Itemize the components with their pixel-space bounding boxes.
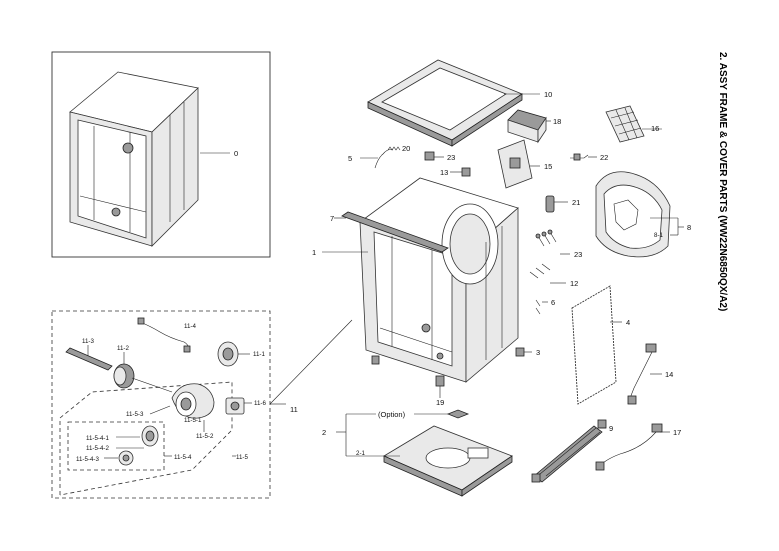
shaft-part [65, 347, 113, 371]
callout-1: 1 [312, 248, 316, 257]
base-panel-part [383, 425, 513, 497]
sensor-part [570, 153, 589, 161]
callout-8: 8 [687, 223, 691, 232]
callout-4: 4 [626, 318, 630, 327]
callout-8-1: 8-1 [654, 232, 664, 239]
screw-part-6 [535, 299, 541, 315]
cabinet-assembly-illustration [69, 71, 199, 247]
seal-part [141, 425, 159, 447]
callout-23a: 23 [447, 153, 455, 162]
foot-part-2 [371, 355, 380, 365]
dispenser-part [507, 109, 547, 144]
frame-rail-part [341, 211, 449, 253]
clip-part-13 [461, 167, 471, 177]
diagram-title: 2. ASSY FRAME & COVER PARTS (WW22N6850QX… [717, 52, 728, 311]
mesh-panel-part [605, 105, 645, 143]
callout-11-3: 11-3 [82, 338, 94, 345]
callout-11-5-2: 11-5-2 [196, 433, 214, 440]
callout-21: 21 [572, 198, 580, 207]
top-cover-part [367, 59, 523, 147]
assembly-11-5-box [59, 381, 233, 496]
spring-bracket-part [374, 146, 401, 169]
callout-5: 5 [348, 154, 352, 163]
motor-part [217, 341, 239, 367]
drain-hose-part [531, 419, 607, 483]
callout-11-5-4-1: 11-5-4-1 [86, 435, 109, 442]
callout-0: 0 [234, 149, 238, 158]
callout-11-5-3: 11-5-3 [126, 411, 144, 418]
callout-15: 15 [544, 162, 552, 171]
option-label: (Option) [378, 410, 406, 419]
callout-11-2: 11-2 [117, 345, 129, 352]
callout-12: 12 [570, 279, 578, 288]
callout-11-5-4: 11-5-4 [174, 454, 192, 461]
callout-11-5: 11-5 [236, 454, 248, 461]
callout-16: 16 [651, 124, 659, 133]
callout-6: 6 [551, 298, 555, 307]
leg-part [435, 375, 445, 387]
callout-23b: 23 [574, 250, 582, 259]
callout-2-1: 2-1 [356, 450, 366, 457]
callout-11-5-4-2: 11-5-4-2 [86, 445, 109, 452]
callout-3: 3 [536, 348, 540, 357]
back-cover-part [595, 171, 671, 258]
callout-11-1: 11-1 [253, 351, 265, 358]
callout-11-4: 11-4 [184, 323, 196, 330]
callout-19: 19 [436, 398, 444, 407]
callout-11-5-1: 11-5-1 [184, 417, 202, 424]
screw-part-23b [535, 229, 557, 247]
callout-14: 14 [665, 370, 673, 379]
callout-22: 22 [600, 153, 608, 162]
harness-part-14 [627, 343, 657, 405]
foot-part [515, 347, 525, 357]
clip-part-23a [424, 151, 435, 161]
housing-part [131, 377, 215, 419]
gasket-part [571, 285, 617, 405]
assembly-11-5-4-box [67, 421, 165, 471]
roller-part [113, 363, 135, 389]
assembly-11-box [51, 310, 271, 499]
callout-2: 2 [322, 428, 326, 437]
callout-11-6: 11-6 [254, 400, 266, 407]
option-bracket-part [446, 409, 470, 419]
main-frame-part [359, 177, 519, 383]
capacitor-part [545, 195, 555, 213]
callout-13: 13 [440, 168, 448, 177]
callout-11-5-4-3: 11-5-4-3 [76, 456, 99, 463]
cap-part [118, 450, 134, 466]
wire-part [137, 317, 191, 353]
callout-11: 11 [290, 405, 298, 414]
callout-20: 20 [402, 144, 410, 153]
screw-part-12 [529, 263, 551, 279]
callout-7: 7 [330, 214, 334, 223]
assembly-0-box [51, 51, 271, 258]
callout-10: 10 [544, 90, 552, 99]
control-pcb-part [497, 139, 533, 189]
callout-9: 9 [609, 424, 613, 433]
harness-part-17 [595, 423, 663, 471]
pump-part [225, 397, 245, 415]
callout-17: 17 [673, 428, 681, 437]
callout-18: 18 [553, 117, 561, 126]
